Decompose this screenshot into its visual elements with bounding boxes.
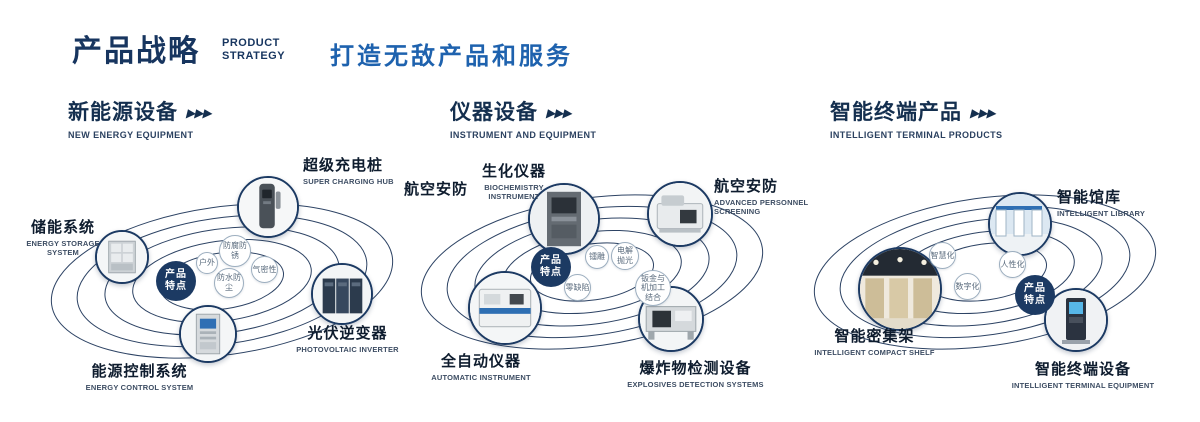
feature-text: 人性化 xyxy=(1000,259,1025,269)
product-features-label: 产品特点 xyxy=(1024,282,1046,307)
terminal-kiosk-image xyxy=(1046,290,1106,350)
product-name: 能源控制系统 xyxy=(91,363,188,380)
feature-bubble: 户外 xyxy=(196,252,218,274)
arrows-icon: ▶▶▶ xyxy=(969,106,998,120)
feature-text: 智慧化 xyxy=(930,250,955,260)
product-photo-intelligent-library xyxy=(988,192,1052,256)
section-title-text: 智能终端产品 xyxy=(830,101,962,124)
section-title-english: INTELLIGENT TERMINAL PRODUCTS xyxy=(830,130,1003,140)
product-name-english: BIOCHEMISTRY INSTRUMENT xyxy=(484,183,544,202)
control-cabinet-image xyxy=(181,307,235,361)
product-features-label: 产品特点 xyxy=(540,254,562,279)
product-name-english: SUPER CHARGING HUB xyxy=(303,177,394,186)
charging-pile-image xyxy=(239,178,297,236)
feature-text: 数字化 xyxy=(955,281,980,291)
product-name-english: ENERGY CONTROL SYSTEM xyxy=(85,383,194,392)
product-label-pv-inverter: 光伏逆变器 PHOTOVOLTAIC INVERTER xyxy=(285,322,410,354)
product-label-biochemistry: 生化仪器 BIOCHEMISTRY INSTRUMENT xyxy=(468,160,560,202)
page-title-english: PRODUCT STRATEGY xyxy=(222,37,285,62)
product-name-english: AUTOMATIC INSTRUMENT xyxy=(431,373,531,382)
automatic-instrument-image xyxy=(470,273,540,343)
feature-bubble: 防水防尘 xyxy=(214,268,244,298)
product-features-label: 产品特点 xyxy=(165,268,187,293)
feature-text: 零缺陷 xyxy=(565,282,590,292)
product-name: 全自动仪器 xyxy=(440,353,521,370)
page-title-english-line2: STRATEGY xyxy=(222,49,286,62)
product-photo-charging-hub xyxy=(237,176,299,238)
product-name-english: PHOTOVOLTAIC INVERTER xyxy=(296,345,399,354)
product-label-compact-shelf: 智能密集架 INTELLIGENT COMPACT SHELF xyxy=(812,325,937,357)
product-name: 航空安防 xyxy=(714,178,779,195)
feature-bubble: 智慧化 xyxy=(929,242,956,269)
feature-text: 电解抛光 xyxy=(617,246,633,265)
energy-storage-cabinet-image xyxy=(97,232,147,282)
product-name: 智能密集架 xyxy=(834,328,915,345)
section-title-instrument: 仪器设备 ▶▶▶ INSTRUMENT AND EQUIPMENT xyxy=(450,96,596,140)
section-title-text: 新能源设备 xyxy=(68,101,178,124)
product-name-english: EXPLOSIVES DETECTION SYSTEMS xyxy=(627,380,764,389)
feature-text: 镭雕 xyxy=(589,252,605,262)
product-label-automatic-instrument: 全自动仪器 AUTOMATIC INSTRUMENT xyxy=(425,350,537,382)
product-label-charging-hub: 超级充电桩 SUPER CHARGING HUB xyxy=(303,154,394,186)
section-title-english: NEW ENERGY EQUIPMENT xyxy=(68,130,194,140)
product-name: 光伏逆变器 xyxy=(307,325,388,342)
page-title-english-line1: PRODUCT xyxy=(222,37,280,49)
product-label-personnel-screening: 航空安防 ADVANCED PERSONNEL SCREENING xyxy=(714,175,824,217)
product-name: 生化仪器 xyxy=(481,163,546,180)
arrows-icon: ▶▶▶ xyxy=(545,106,574,120)
feature-text: 气密性 xyxy=(252,264,277,274)
product-photo-personnel-screening xyxy=(647,181,713,247)
product-features-badge: 产品特点 xyxy=(156,261,196,301)
product-photo-pv-inverter xyxy=(311,263,373,325)
feature-text: 钣金与机加工结合 xyxy=(641,273,665,302)
section-title-new-energy: 新能源设备 ▶▶▶ NEW ENERGY EQUIPMENT xyxy=(68,96,214,140)
feature-bubble: 气密性 xyxy=(251,256,278,283)
pv-inverter-image xyxy=(313,265,371,323)
product-label-energy-control: 能源控制系统 ENERGY CONTROL SYSTEM xyxy=(72,360,207,392)
library-room-image xyxy=(990,194,1050,254)
feature-text: 户外 xyxy=(199,258,215,268)
feature-bubble: 零缺陷 xyxy=(564,274,591,301)
product-label-intelligent-library: 智能馆库 INTELLIGENT LIBRARY xyxy=(1057,186,1177,218)
compact-shelf-room-image xyxy=(860,249,940,329)
product-name: 爆炸物检测设备 xyxy=(639,360,752,377)
screening-machine-image xyxy=(649,183,711,245)
product-name-english: ENERGY STORAGE SYSTEM xyxy=(26,239,100,258)
section-title-text: 仪器设备 xyxy=(450,101,538,124)
product-name-english: INTELLIGENT COMPACT SHELF xyxy=(814,348,935,357)
product-label-energy-storage: 储能系统 ENERGY STORAGE SYSTEM xyxy=(22,216,104,258)
product-photo-energy-control xyxy=(179,305,237,363)
feature-bubble: 防腐防锈 xyxy=(219,235,251,267)
product-label-explosives-detection: 爆炸物检测设备 EXPLOSIVES DETECTION SYSTEMS xyxy=(618,357,773,389)
page-title: 产品战略 xyxy=(72,35,200,68)
feature-text: 防水防尘 xyxy=(217,273,241,292)
feature-bubble: 钣金与机加工结合 xyxy=(635,270,671,306)
product-photo-automatic-instrument xyxy=(468,271,542,345)
product-name: 超级充电桩 xyxy=(303,157,384,174)
product-name-english: INTELLIGENT TERMINAL EQUIPMENT xyxy=(1011,381,1155,390)
product-name-english: ADVANCED PERSONNEL SCREENING xyxy=(714,198,809,217)
product-features-badge: 产品特点 xyxy=(1015,275,1055,315)
feature-bubble: 数字化 xyxy=(954,273,981,300)
product-name: 储能系统 xyxy=(30,219,95,236)
product-name-english: INTELLIGENT LIBRARY xyxy=(1057,209,1146,218)
arrows-icon: ▶▶▶ xyxy=(185,106,214,120)
feature-bubble: 电解抛光 xyxy=(611,242,639,270)
side-label-aviation-security: 航空安防 xyxy=(404,181,469,198)
section-title-english: INSTRUMENT AND EQUIPMENT xyxy=(450,130,597,140)
product-name: 智能终端设备 xyxy=(1034,361,1131,378)
feature-bubble: 人性化 xyxy=(999,251,1026,278)
feature-text: 防腐防锈 xyxy=(223,241,247,260)
product-name: 智能馆库 xyxy=(1057,189,1122,206)
page-subtitle: 打造无敌产品和服务 xyxy=(330,43,573,70)
section-title-intelligent: 智能终端产品 ▶▶▶ INTELLIGENT TERMINAL PRODUCTS xyxy=(830,96,1002,140)
product-label-terminal-equipment: 智能终端设备 INTELLIGENT TERMINAL EQUIPMENT xyxy=(1008,358,1158,390)
feature-bubble: 镭雕 xyxy=(585,245,609,269)
